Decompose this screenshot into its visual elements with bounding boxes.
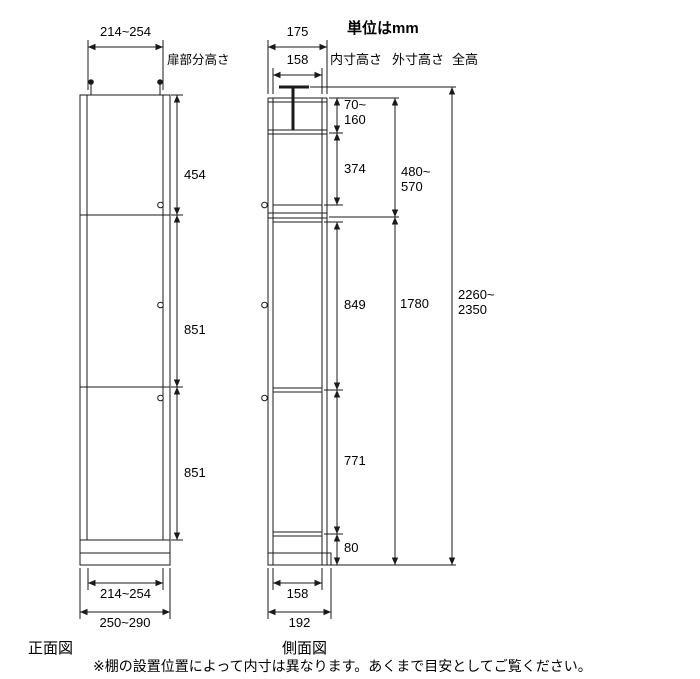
- unit-note: 単位はmm: [347, 20, 419, 37]
- inner-height-3: 771: [344, 453, 366, 468]
- total-height-line2: 2350: [458, 302, 487, 317]
- inner-height-4: 80: [344, 540, 359, 555]
- front-door-height-3: 851: [184, 465, 206, 480]
- door-knob: [157, 201, 164, 209]
- total-height-column-header: 全高: [452, 52, 479, 67]
- side-top-depth-dim: 175: [286, 24, 309, 39]
- front-top-width-dim: 214~254: [100, 24, 151, 39]
- upper-outer-height-line1: 480~: [401, 164, 431, 179]
- front-bottom-outer-width-dim: 250~290: [99, 615, 151, 630]
- front-view-dimension-lines: [79, 40, 183, 619]
- side-bottom-inner-depth-dim: 158: [286, 586, 309, 601]
- tension-pin: [88, 79, 94, 85]
- side-view-outline: [267, 85, 332, 566]
- spring-range-dim-line2: 160: [344, 112, 366, 127]
- spring-range-dim-line1: 70~: [344, 97, 367, 112]
- door-knob: [157, 394, 164, 402]
- inner-height-column-header: 内寸高さ: [330, 52, 383, 67]
- front-view-caption: 正面図: [28, 640, 74, 657]
- side-bottom-outer-depth-dim: 192: [288, 615, 311, 630]
- inner-height-2: 849: [344, 297, 366, 312]
- front-view-outline: [79, 84, 171, 566]
- knobs-and-pins: [88, 79, 268, 402]
- outer-height-column-header: 外寸高さ: [392, 52, 445, 67]
- footnote: ※棚の設置位置によって内寸は異なります。あくまで目安としてご覧ください。: [93, 658, 592, 674]
- lower-outer-height: 1780: [400, 296, 429, 311]
- total-height-line1: 2260~: [458, 287, 495, 302]
- door-knob-side: [261, 394, 268, 402]
- upper-outer-height-line2: 570: [401, 179, 423, 194]
- door-height-column-header: 扉部分高さ: [167, 53, 230, 67]
- door-knob: [157, 301, 164, 309]
- front-bottom-inner-width-dim: 214~254: [100, 586, 151, 601]
- front-door-height-1: 454: [184, 167, 206, 182]
- side-top-inner-depth-dim: 158: [286, 52, 309, 67]
- side-view-caption: 側面図: [282, 640, 328, 657]
- side-view-dimension-lines: [267, 40, 456, 619]
- door-knob-side: [261, 301, 268, 309]
- front-door-height-2: 851: [184, 322, 206, 337]
- door-knob-side: [261, 201, 268, 209]
- tension-pin: [157, 79, 163, 85]
- inner-height-1: 374: [344, 161, 366, 176]
